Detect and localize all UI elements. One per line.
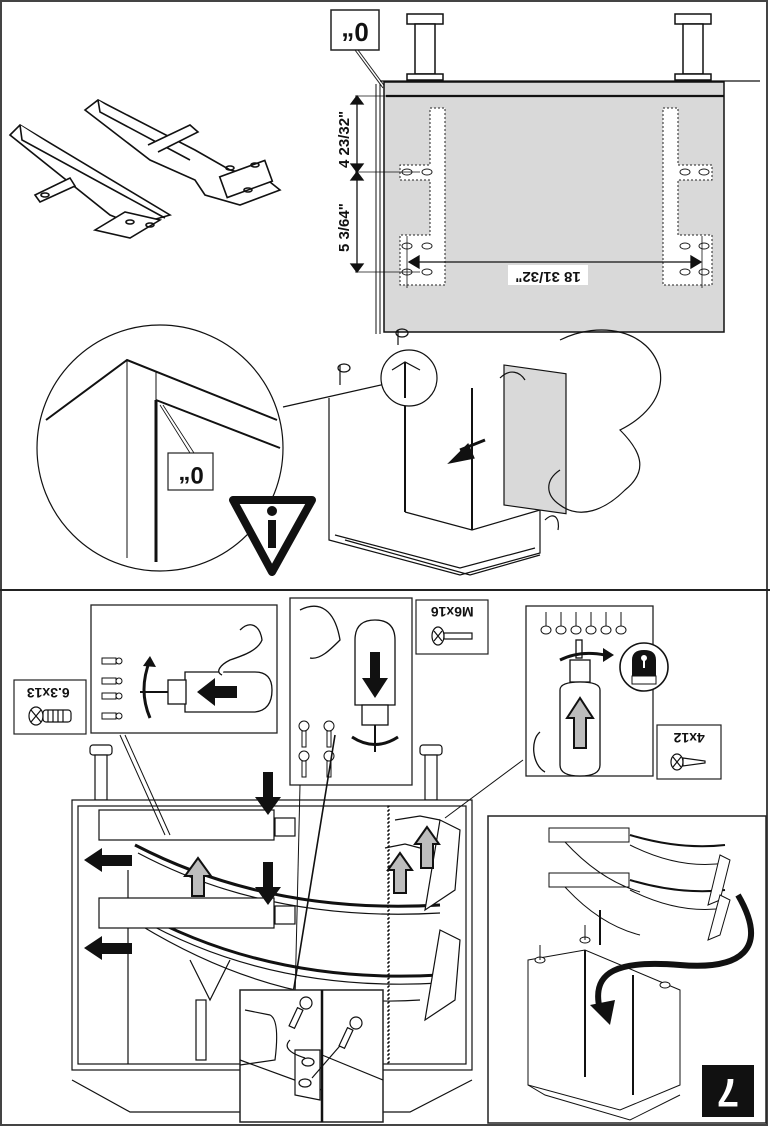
step-number-badge: 7 bbox=[702, 1065, 754, 1117]
inset-drill-vertical bbox=[290, 598, 412, 785]
hardware-tag-6x13: 6.3x13 bbox=[14, 680, 86, 734]
screw-icon bbox=[29, 707, 71, 725]
hardware-tag-4x12: 4x12 bbox=[657, 725, 721, 779]
step-number: 7 bbox=[717, 1070, 739, 1114]
top-panel: 0“ bbox=[10, 10, 760, 575]
gap-label-box-detail: 0“ bbox=[168, 453, 213, 490]
dimension-horizontal: 18 31/32" bbox=[515, 268, 581, 285]
bottom-panel: 6.3x13 bbox=[14, 598, 766, 1123]
hardware-label-6x13: 6.3x13 bbox=[27, 685, 70, 701]
inset-drill-up bbox=[526, 606, 668, 776]
inset-drill-horizontal bbox=[91, 605, 277, 733]
step-overview-box: 7 bbox=[488, 816, 766, 1123]
gap-label-top: 0“ bbox=[341, 17, 368, 47]
hardware-label-4x12: 4x12 bbox=[673, 730, 704, 746]
corner-detail-magnifier bbox=[37, 325, 390, 571]
dimension-vertical-upper: 4 23/32" bbox=[336, 111, 353, 168]
gap-label-detail: 0“ bbox=[178, 461, 203, 488]
dimension-vertical-lower: 5 3/64" bbox=[336, 203, 353, 252]
keyhole-icon bbox=[620, 643, 668, 691]
cabinet-legs-top bbox=[407, 14, 711, 80]
hardware-label-m6x16: M6x16 bbox=[431, 604, 474, 620]
inset-hinge-screw-detail bbox=[240, 990, 383, 1122]
cabinet-door-install-illustration bbox=[329, 329, 661, 575]
gap-label-box-top: 0“ bbox=[331, 10, 386, 88]
hardware-tag-m6x16: M6x16 bbox=[416, 600, 488, 654]
bracket-parts-illustration bbox=[10, 100, 280, 238]
dimension-horizontal-label-box: 18 31/32" bbox=[508, 265, 588, 285]
